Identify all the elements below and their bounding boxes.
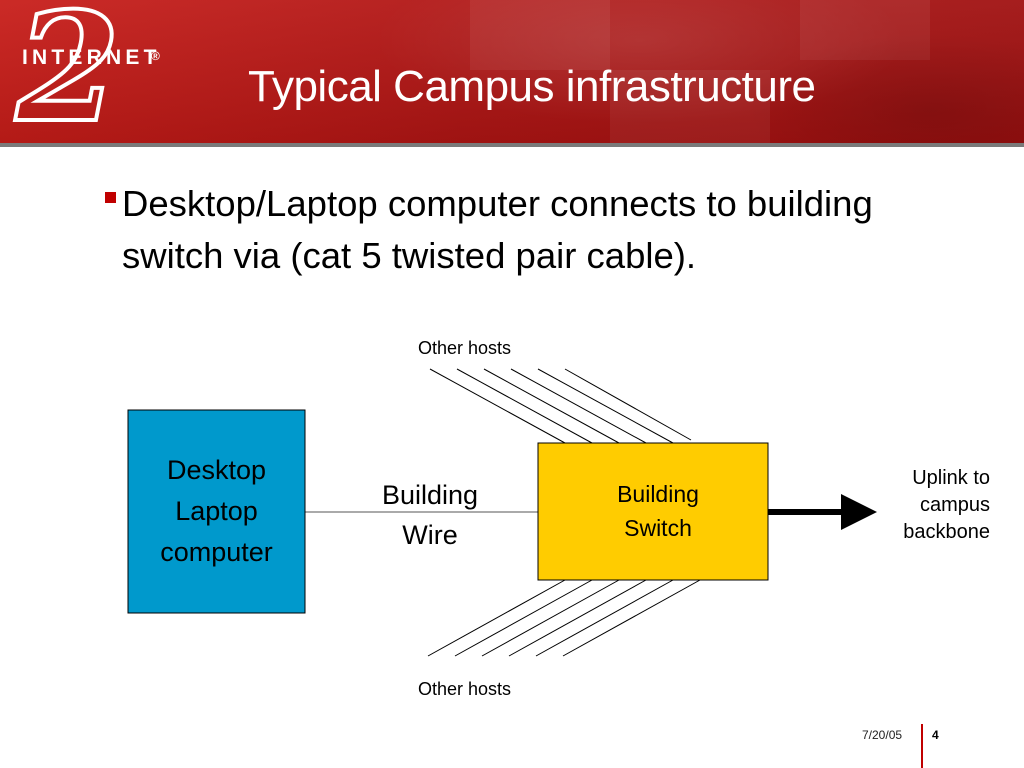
host-cable-line [456, 368, 593, 444]
bullet-square-icon [105, 192, 116, 203]
building-switch-box [537, 442, 769, 581]
wire-label-line: Wire [402, 520, 458, 550]
other-hosts-bottom-label: Other hosts [418, 679, 512, 699]
bullet-item: Desktop/Laptop computer connects to buil… [100, 178, 920, 282]
building-wire-label: Building Wire [355, 475, 505, 555]
host-cable-line [535, 579, 674, 657]
host-cable-line [537, 368, 674, 444]
switch-label-line: Switch [624, 515, 692, 541]
header-banner [0, 0, 1024, 143]
internet2-logo: 2 INTERNET ® [13, 0, 161, 140]
slide-title: Typical Campus infrastructure [248, 62, 816, 111]
bullet-text: Desktop/Laptop computer connects to buil… [122, 183, 873, 276]
desktop-label-line: computer [160, 537, 273, 567]
footer-divider [921, 724, 923, 768]
uplink-label: Uplink to campus backbone [860, 465, 990, 546]
footer-date: 7/20/05 [862, 728, 903, 742]
other-hosts-top-lines [429, 368, 692, 444]
host-cable-line [564, 368, 692, 441]
host-cable-line [510, 368, 647, 444]
logo-numeral: 2 [15, 0, 120, 140]
desktop-label-line: Laptop [175, 496, 258, 526]
uplink-label-line: backbone [903, 521, 990, 543]
host-cable-line [427, 579, 566, 657]
host-cable-line [429, 368, 566, 444]
page-number: 4 [932, 728, 939, 742]
uplink-label-line: Uplink to [912, 467, 990, 489]
header-texture-tile [470, 0, 610, 70]
desktop-label-line: Desktop [166, 455, 267, 485]
host-cable-line [481, 579, 620, 657]
header-texture-tile [800, 0, 930, 60]
other-hosts-bottom-lines [427, 579, 701, 657]
switch-label-line: Building [617, 481, 699, 507]
host-cable-line [454, 579, 593, 657]
header-shading [0, 0, 1024, 143]
host-cable-line [562, 579, 701, 657]
wire-label-line: Building [381, 480, 479, 510]
logo-registered-mark: ® [151, 49, 160, 63]
host-cable-line [508, 579, 647, 657]
other-hosts-top-label: Other hosts [418, 338, 512, 358]
building-switch-label: Building Switch [598, 477, 718, 545]
header-texture-tile [610, 70, 770, 143]
desktop-box [127, 409, 306, 614]
logo-wordmark: INTERNET [22, 46, 161, 69]
desktop-box-label: Desktop Laptop computer [128, 450, 305, 573]
uplink-label-line: campus [919, 494, 990, 516]
host-cable-line [483, 368, 620, 444]
header-divider [0, 143, 1024, 147]
